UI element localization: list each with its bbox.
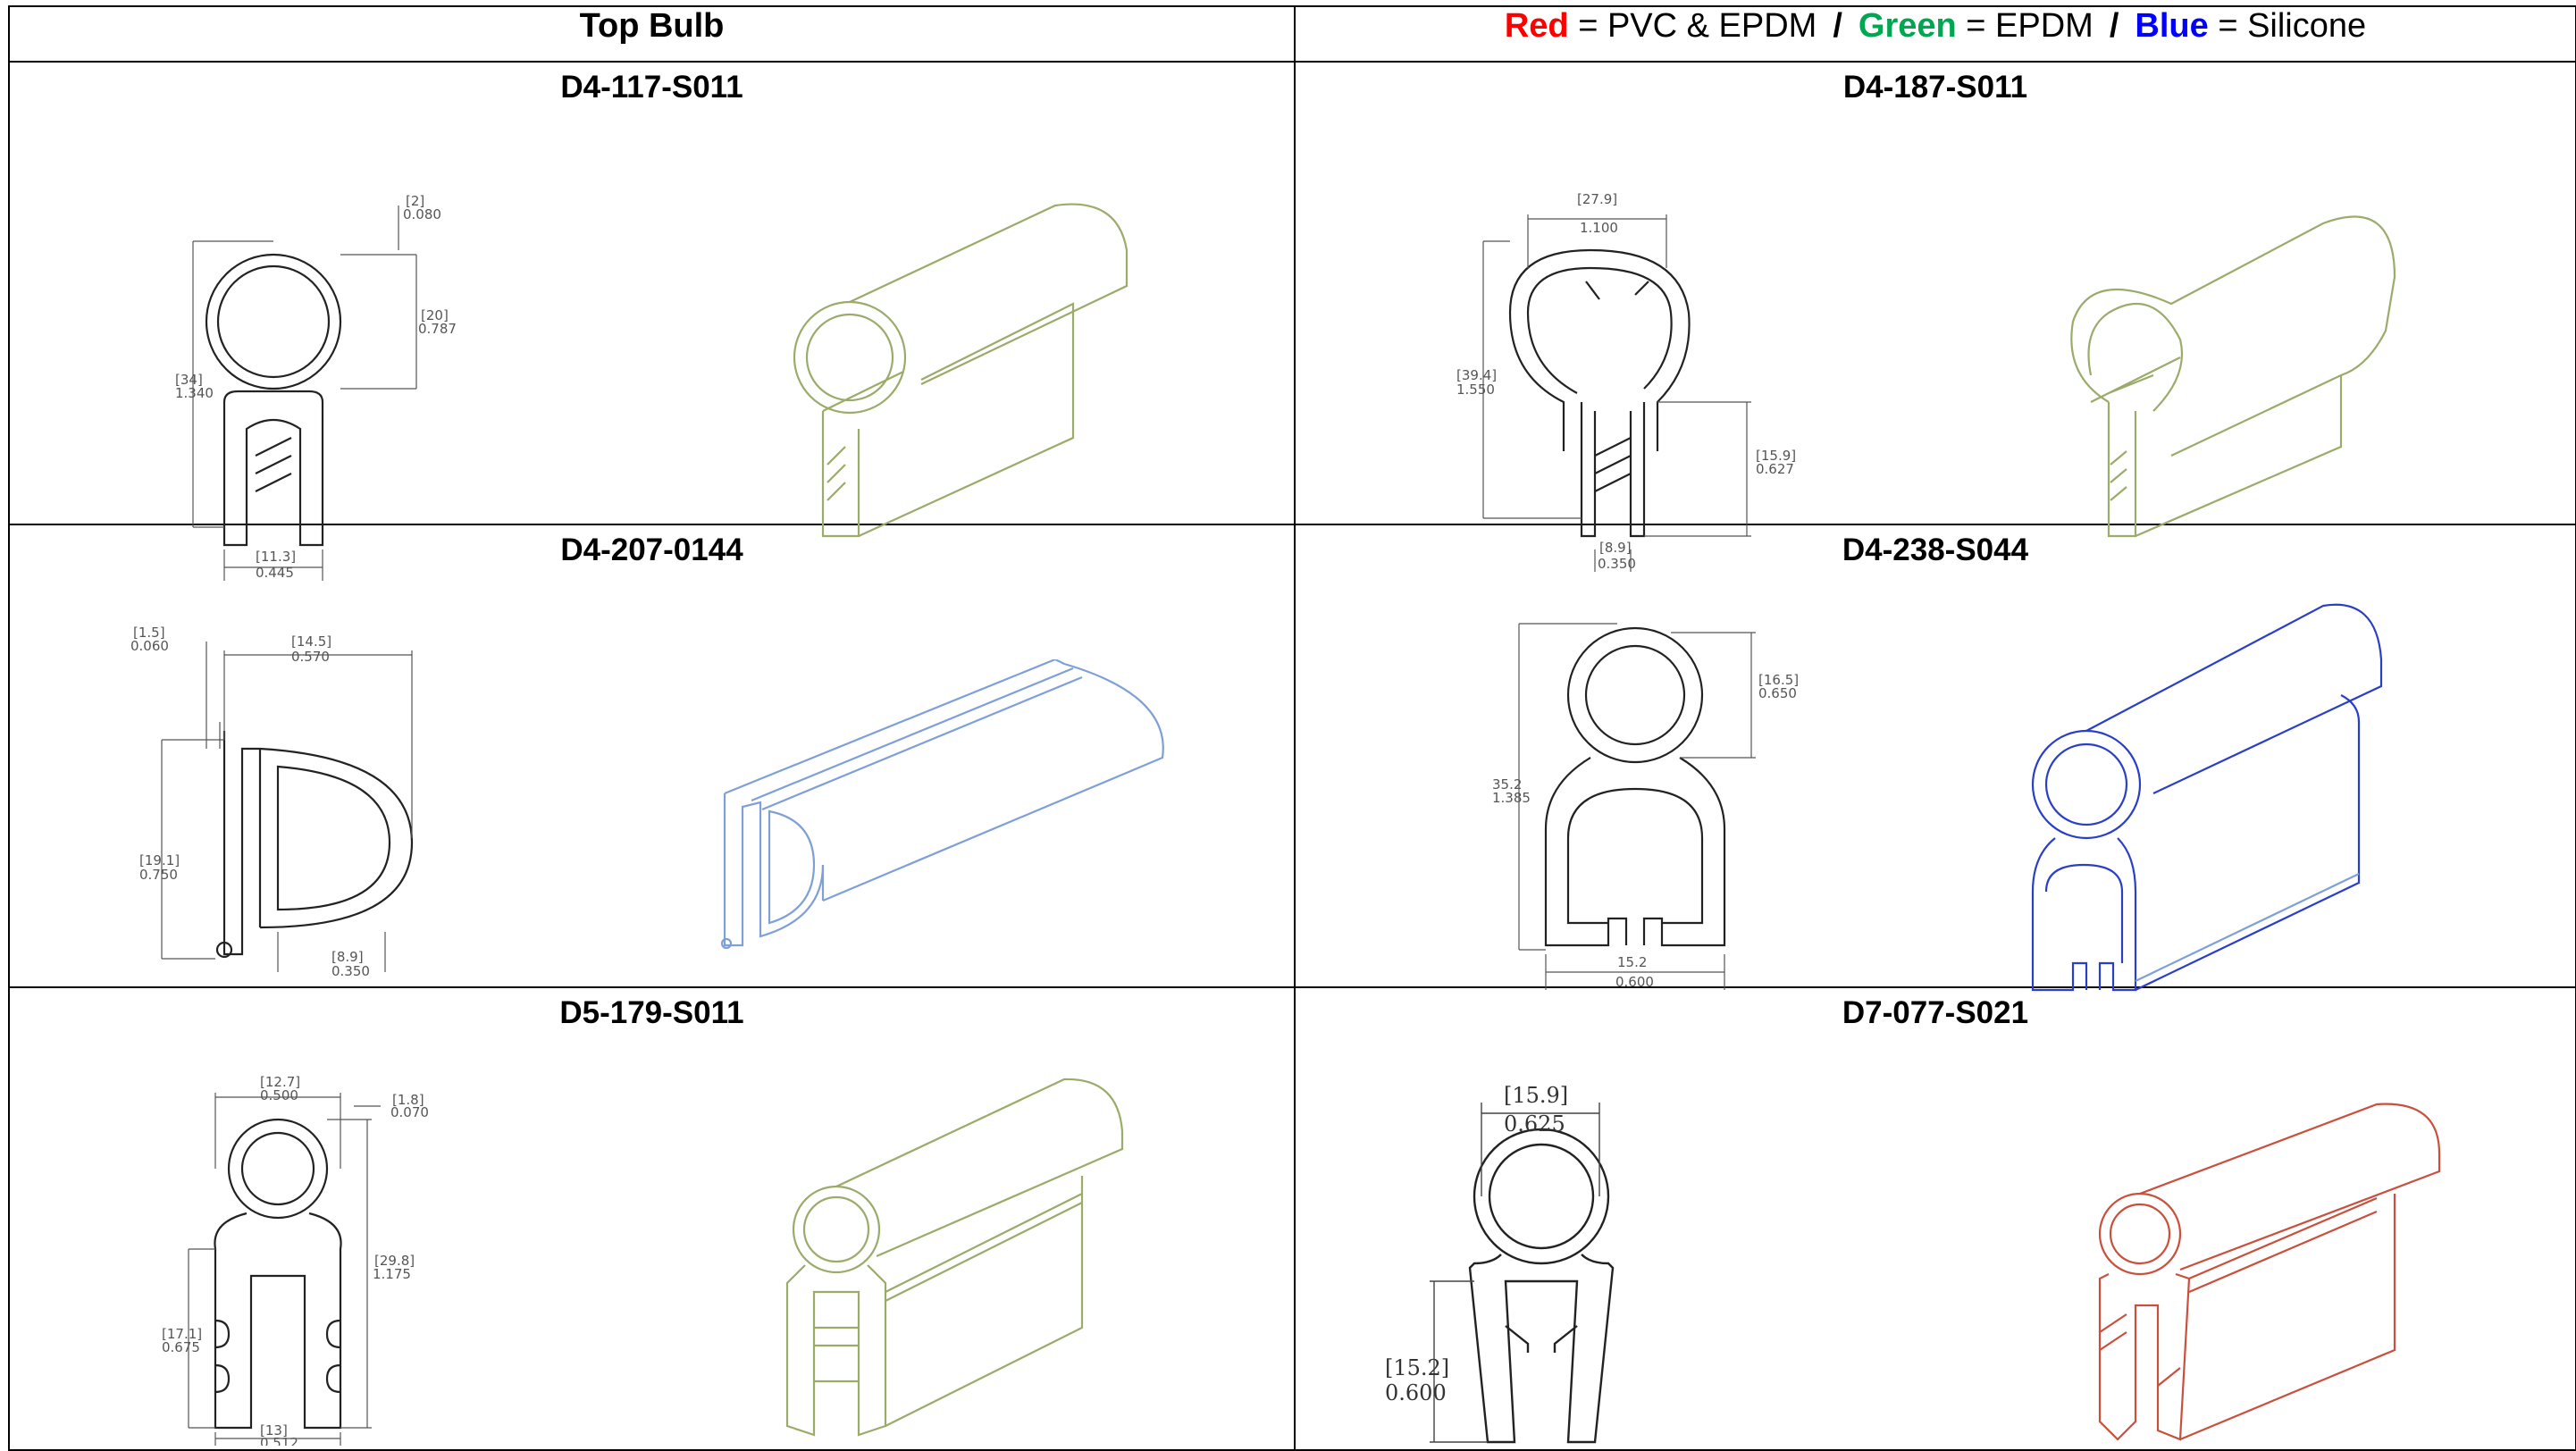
dimension-mm: [2]	[406, 193, 424, 209]
legend-blue-material: = Silicone	[2218, 7, 2367, 45]
legend-separator: /	[2109, 7, 2119, 45]
dimension-in: 0.350	[331, 963, 370, 979]
dimension-mm: [13]	[260, 1422, 288, 1438]
dimension-in: 0.750	[139, 867, 178, 883]
dimension-in: 0.600	[1385, 1380, 1447, 1405]
dimension-in: 1.100	[1580, 220, 1618, 236]
cross-section-drawing: [2] 0.080 [20] 0.787 [34] 1.340 [11.3] 0…	[175, 193, 457, 581]
dimension-mm: [20]	[421, 307, 449, 323]
dimension-in: 0.650	[1758, 685, 1797, 701]
dimension-mm: [15.9]	[1756, 448, 1796, 464]
legend-blue-label: Blue	[2135, 7, 2209, 45]
cross-section-drawing: [16.5] 0.650 35.2 1.385 15.2 0.600	[1492, 623, 1799, 990]
dimension-mm: [17.1]	[162, 1326, 202, 1342]
material-color-legend: Red = PVC & EPDM / Green = EPDM / Blue = Sil…	[1294, 5, 2576, 63]
dimension-in: 0.080	[403, 206, 441, 222]
dimension-mm: [15.9]	[1504, 1083, 1568, 1108]
legend-green-label: Green	[1858, 7, 1957, 45]
part-cell-d4-187: D4-187-S011 [27.9] 1.100 [39.4] 1.550 [1…	[1294, 61, 2576, 572]
dimension-mm: [1.8]	[392, 1092, 424, 1108]
dimension-in: 0.570	[291, 649, 330, 665]
legend-separator: /	[1833, 7, 1842, 45]
dimension-mm: [15.2]	[1385, 1355, 1449, 1380]
dimension-in: 0.070	[390, 1104, 429, 1120]
dimension-in: 0.675	[162, 1339, 200, 1355]
isometric-view-green	[785, 1078, 1124, 1437]
part-number: D4-238-S044	[1842, 533, 2029, 567]
dimension-in: 0.787	[418, 321, 457, 337]
dimension-in: 0.512	[260, 1435, 298, 1446]
legend-red-material: = PVC & EPDM	[1578, 7, 1817, 45]
legend-red-label: Red	[1504, 7, 1569, 45]
part-cell-d5-179: D5-179-S011 [12.7] 0.500 [1.8] 0.070 [29…	[8, 986, 1296, 1451]
part-number: D7-077-S021	[1842, 995, 2029, 1030]
dimension-mm: [19.1]	[139, 852, 180, 868]
dimension-in: 1.340	[175, 385, 214, 401]
dimension-in: 0.500	[260, 1087, 298, 1103]
dimension-mm: [12.7]	[260, 1074, 300, 1090]
legend-green-material: = EPDM	[1966, 7, 2094, 45]
profile-type-header: Top Bulb	[8, 5, 1296, 63]
dimension-in: 1.175	[373, 1266, 411, 1282]
dimension-mm: [29.8]	[374, 1253, 415, 1269]
part-number: D4-207-0144	[560, 533, 743, 567]
dimension-in: 0.600	[1615, 974, 1654, 990]
isometric-view-green	[793, 203, 1129, 538]
profile-grid: Top Bulb Red = PVC & EPDM / Green = EPDM / B…	[8, 5, 2576, 1451]
cross-section-drawing: [12.7] 0.500 [1.8] 0.070 [29.8] 1.175 [1…	[162, 1074, 429, 1446]
dimension-mm: 15.2	[1617, 954, 1647, 970]
part-cell-d7-077: D7-077-S021 [15.9] 0.625 [15.2] 0.600	[1294, 986, 2576, 1451]
part-number: D4-187-S011	[1842, 70, 2028, 105]
isometric-view-blue	[720, 659, 1164, 950]
part-cell-d4-207: D4-207-0144 [1.5] 0.060 [14.5] 0.570 [19…	[8, 524, 1296, 988]
dimension-in: 1.550	[1456, 382, 1495, 398]
dimension-mm: [27.9]	[1577, 191, 1617, 207]
dimension-mm: [16.5]	[1758, 672, 1799, 688]
dimension-in: 1.385	[1492, 790, 1531, 806]
dimension-mm: [14.5]	[291, 633, 331, 650]
cross-section-drawing: [15.9] 0.625 [15.2] 0.600	[1385, 1083, 1615, 1444]
part-number: D5-179-S011	[559, 995, 744, 1030]
part-cell-d4-117: D4-117-S011 [2] 0.080 [20] 0.787 [34] 1.…	[8, 61, 1296, 581]
part-cell-d4-238: D4-238-S044 [16.5] 0.650 35.2 1.385 15.2…	[1294, 524, 2576, 992]
dimension-in: 0.627	[1756, 461, 1794, 477]
dimension-mm: [1.5]	[133, 625, 165, 641]
isometric-view-green	[2070, 215, 2396, 538]
isometric-view-blue	[2031, 603, 2383, 992]
dimension-mm: [34]	[175, 372, 203, 388]
dimension-in: 0.625	[1504, 1111, 1565, 1136]
cross-section-drawing: [1.5] 0.060 [14.5] 0.570 [19.1] 0.750 [8…	[130, 625, 414, 979]
isometric-view-red	[2098, 1103, 2441, 1441]
dimension-mm: [39.4]	[1456, 367, 1497, 383]
dimension-mm: [8.9]	[331, 949, 364, 965]
dimension-in: 0.060	[130, 638, 169, 654]
dimension-mm: 35.2	[1492, 776, 1522, 793]
part-number: D4-117-S011	[560, 70, 743, 105]
cross-section-drawing: [27.9] 1.100 [39.4] 1.550 [15.9] 0.627 […	[1456, 191, 1796, 572]
